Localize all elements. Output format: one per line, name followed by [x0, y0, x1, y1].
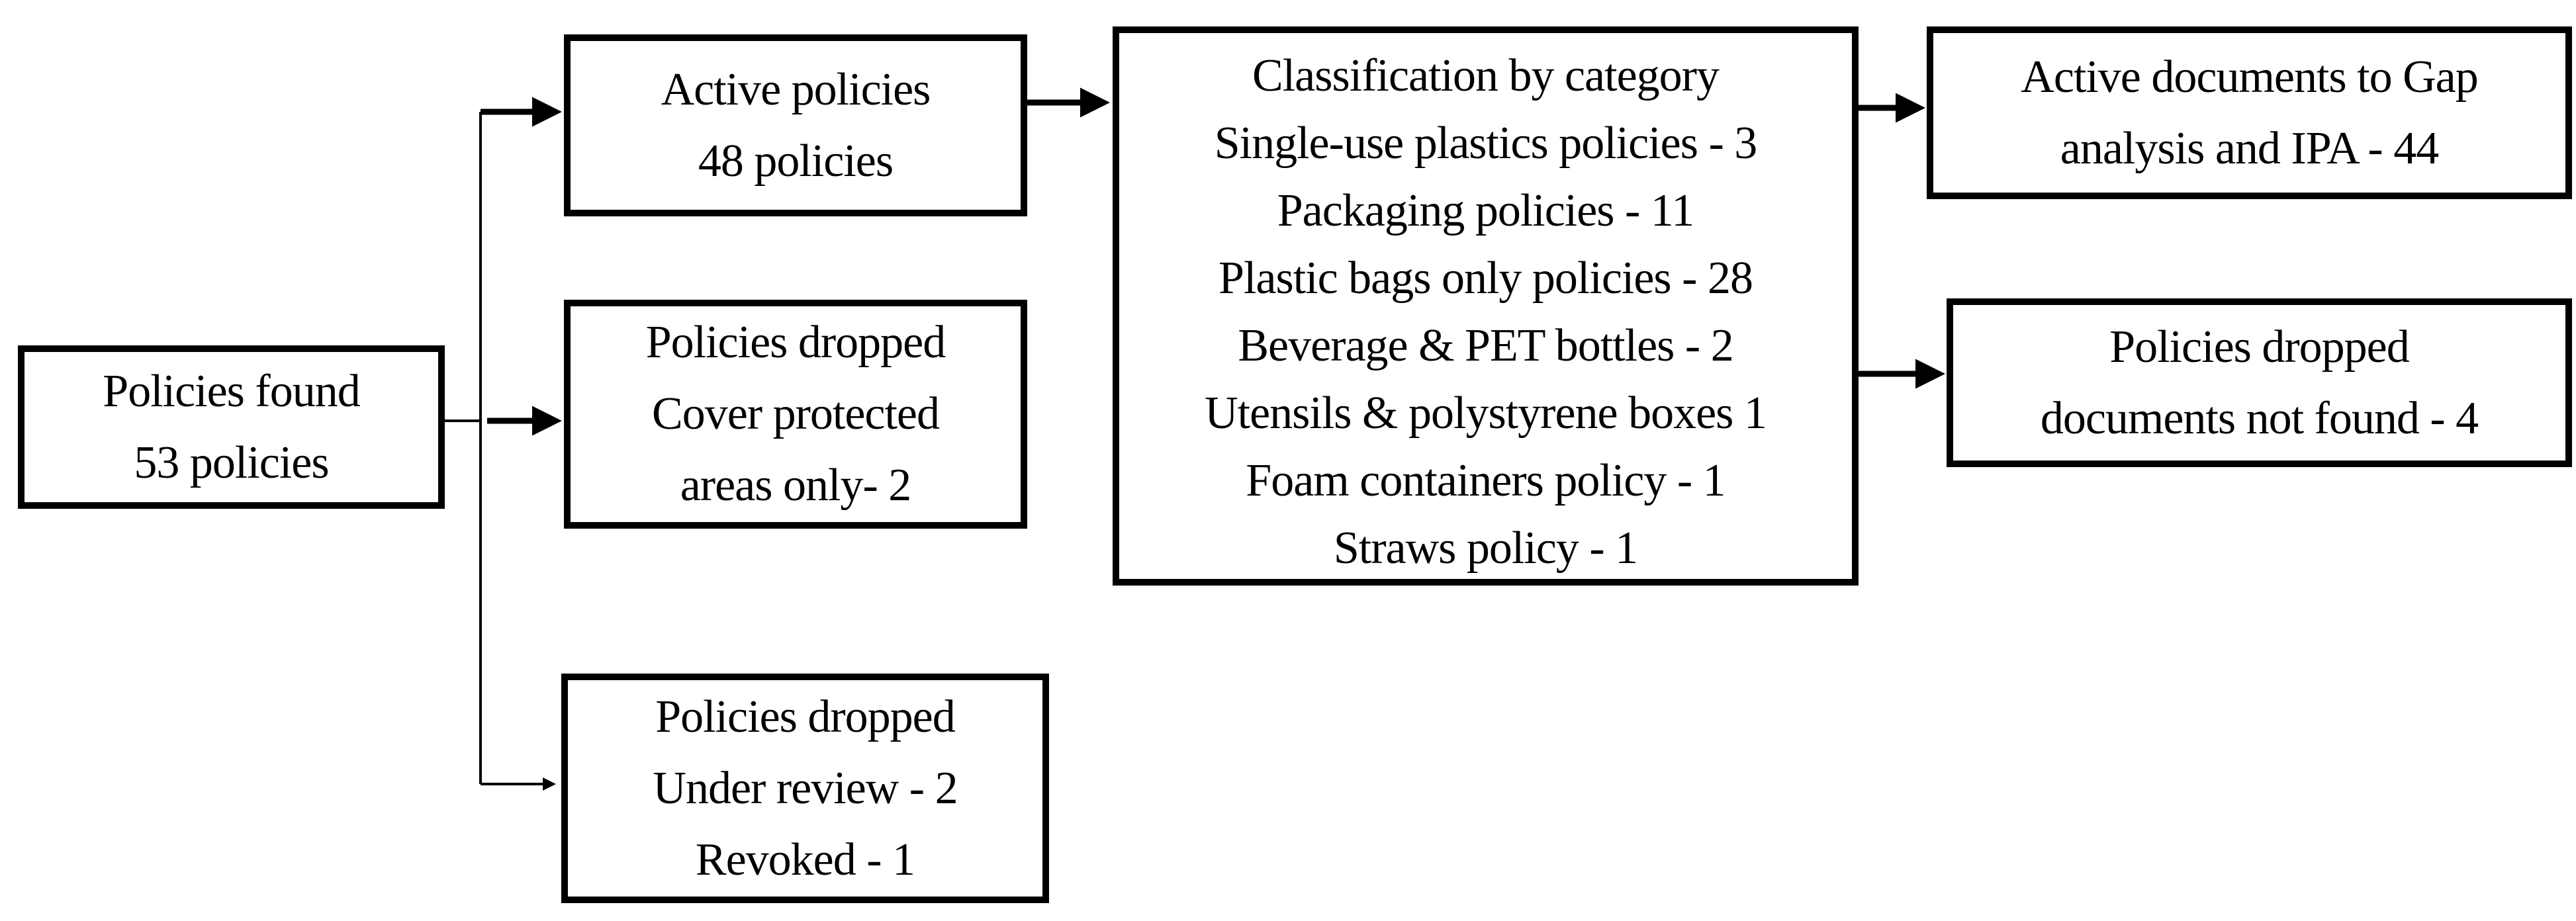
- node-text: Cover protected: [652, 388, 940, 439]
- node-text: Policies found: [103, 365, 360, 417]
- node-text: analysis and IPA - 44: [2060, 122, 2439, 174]
- node-dropped-not-found: Policies dropped documents not found - 4: [1947, 298, 2572, 467]
- node-text: Policies dropped: [645, 317, 946, 368]
- node-text: 53 policies: [134, 437, 329, 488]
- node-active-documents: Active documents to Gap analysis and IPA…: [1927, 26, 2572, 199]
- connector-found-trunk: [445, 112, 482, 784]
- node-text: Revoked - 1: [695, 834, 915, 885]
- node-text: Beverage & PET bottles - 2: [1238, 320, 1733, 371]
- node-classification: Classification by category Single-use pl…: [1113, 26, 1859, 586]
- node-text: 48 policies: [698, 135, 894, 187]
- node-text: Under review - 2: [653, 762, 958, 814]
- node-text: Foam containers policy - 1: [1246, 455, 1725, 506]
- node-text: Straws policy - 1: [1333, 523, 1638, 574]
- node-text: Packaging policies - 11: [1277, 185, 1695, 236]
- node-text: Policies dropped: [2109, 321, 2410, 373]
- node-text: Utensils & polystyrene boxes 1: [1205, 388, 1767, 439]
- node-text: Plastic bags only policies - 28: [1219, 253, 1753, 304]
- node-text: Active policies: [661, 64, 931, 115]
- node-text: Policies dropped: [655, 691, 956, 742]
- node-text: Classification by category: [1252, 50, 1720, 101]
- node-active-policies: Active policies 48 policies: [564, 34, 1027, 216]
- node-text: documents not found - 4: [2040, 392, 2479, 444]
- node-text: Active documents to Gap: [2021, 51, 2478, 103]
- node-dropped-protected: Policies dropped Cover protected areas o…: [564, 300, 1027, 529]
- node-text: Single-use plastics policies - 3: [1214, 118, 1758, 169]
- node-text: areas only- 2: [680, 460, 912, 511]
- node-dropped-review: Policies dropped Under review - 2 Revoke…: [561, 674, 1049, 903]
- node-policies-found: Policies found 53 policies: [18, 345, 445, 509]
